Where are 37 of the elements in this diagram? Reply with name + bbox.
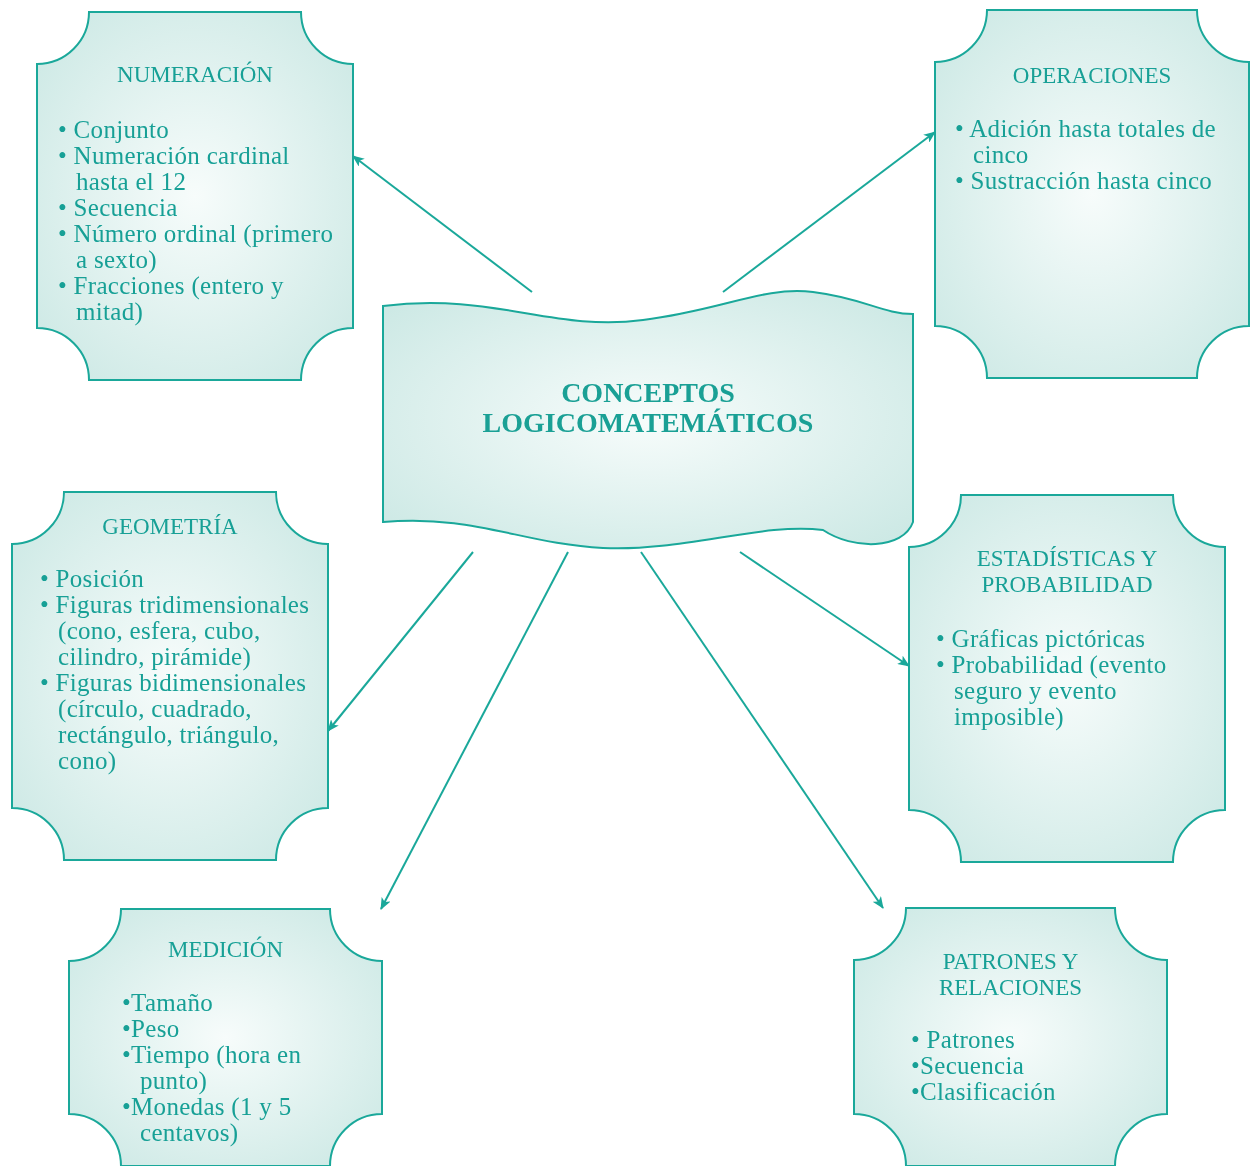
arrow — [722, 131, 936, 293]
arrow — [640, 551, 884, 909]
list-item: •Tamaño — [122, 990, 215, 1016]
list-item: • Numeración cardinal hasta el 12 — [58, 143, 291, 195]
scalloped-box — [854, 908, 1167, 1166]
box-heading: GEOMETRÍA — [101, 514, 239, 540]
list-item: • Adición hasta totales de cinco — [955, 116, 1217, 168]
list-item: • Conjunto — [58, 117, 171, 143]
box-heading: MEDICIÓN — [167, 937, 284, 963]
box-heading: NUMERACIÓN — [116, 62, 274, 88]
box-heading: ESTADÍSTICAS Y PROBABILIDAD — [975, 546, 1159, 598]
list-item: • Secuencia — [58, 195, 179, 221]
box-heading: OPERACIONES — [1011, 63, 1173, 89]
list-item: • Gráficas pictóricas — [936, 626, 1147, 652]
scalloped-box — [69, 909, 382, 1166]
list-item: • Figuras tridimensionales (cono, esfera, cubo, cilindro, pirámide) — [40, 592, 311, 670]
scalloped-box — [12, 492, 328, 860]
scalloped-box — [935, 10, 1249, 378]
list-item: • Número ordinal (primero a sexto) — [58, 221, 335, 273]
list-item: • Figuras bidimensionales (círculo, cuadrado, rectángulo, triángulo, cono) — [40, 670, 308, 774]
list-item: • Fracciones (entero y mitad) — [58, 273, 285, 325]
list-item: •Monedas (1 y 5 centavos) — [122, 1094, 293, 1146]
list-item: • Probabilidad (evento seguro y evento imposible) — [936, 652, 1168, 730]
scalloped-box — [909, 495, 1225, 862]
list-item: •Peso — [122, 1016, 181, 1042]
list-item: • Sustracción hasta cinco — [955, 168, 1214, 194]
list-item: •Secuencia — [911, 1053, 1026, 1079]
wavy-banner — [383, 292, 913, 552]
list-item: • Posición — [40, 566, 146, 592]
central-title: CONCEPTOS LOGICOMATEMÁTICOS — [481, 378, 815, 438]
list-item: •Tiempo (hora en punto) — [122, 1042, 303, 1094]
arrow — [739, 551, 910, 667]
arrow — [380, 551, 569, 910]
scalloped-box — [37, 12, 353, 380]
list-item: •Clasificación — [911, 1079, 1057, 1105]
box-heading: PATRONES Y RELACIONES — [937, 949, 1084, 1001]
list-item: • Patrones — [911, 1027, 1017, 1053]
